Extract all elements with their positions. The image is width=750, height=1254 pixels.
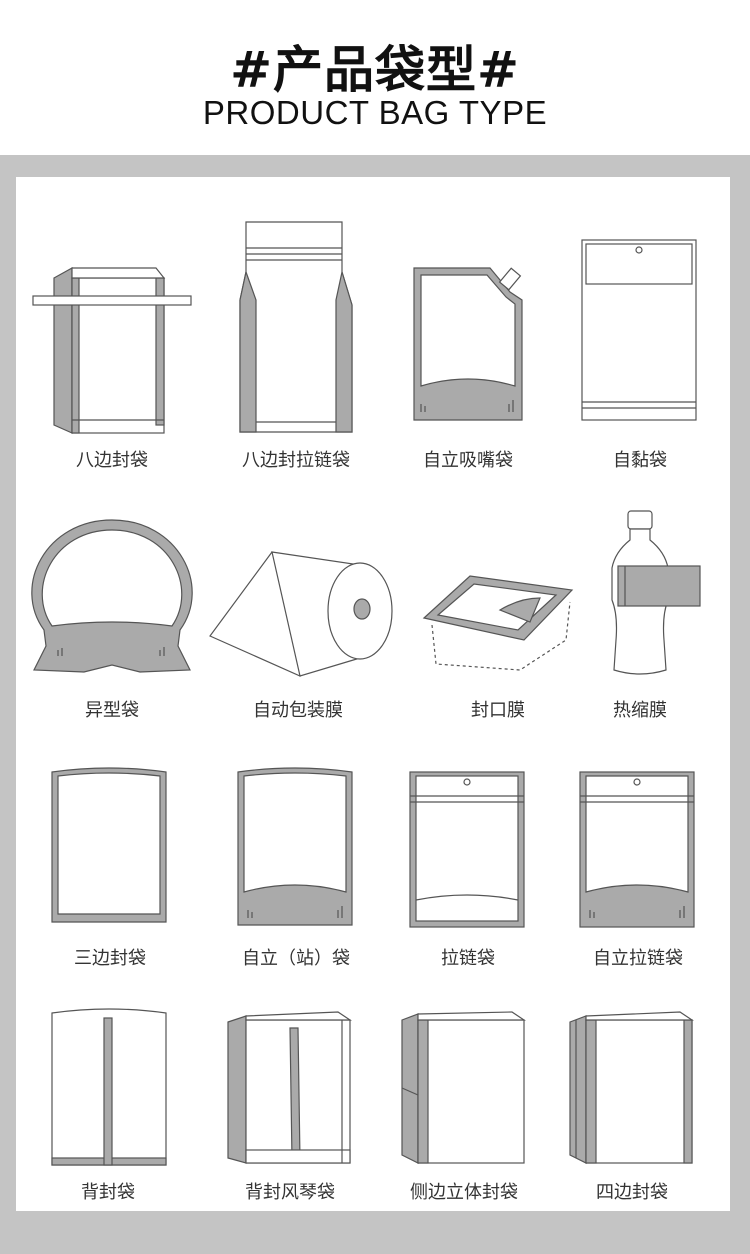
bag-label: 自黏袋 <box>613 450 667 471</box>
bag-label: 封口膜 <box>471 700 525 721</box>
bag-label: 背封袋 <box>81 1182 135 1203</box>
bag-label: 自立（站）袋 <box>242 948 350 969</box>
bag-label: 热缩膜 <box>613 700 667 721</box>
bag-label: 自动包装膜 <box>253 700 343 721</box>
bag-label: 自立拉链袋 <box>593 948 683 969</box>
bag-label: 三边封袋 <box>74 948 146 969</box>
bag-label: 八边封拉链袋 <box>242 450 350 471</box>
page-subtitle: PRODUCT BAG TYPE <box>202 94 548 131</box>
bag-label: 四边封袋 <box>596 1182 668 1203</box>
page-header: #产品袋型# PRODUCT BAG TYPE <box>0 0 750 155</box>
page-title: #产品袋型# <box>230 41 520 99</box>
bag-label: 侧边立体封袋 <box>410 1182 518 1203</box>
bag-label: 拉链袋 <box>441 948 495 969</box>
bag-label: 八边封袋 <box>76 450 148 471</box>
bag-type-grid <box>16 177 730 1211</box>
bag-label: 背封风琴袋 <box>245 1182 335 1203</box>
bag-label: 自立吸嘴袋 <box>423 450 513 471</box>
bag-label: 异型袋 <box>85 700 139 721</box>
